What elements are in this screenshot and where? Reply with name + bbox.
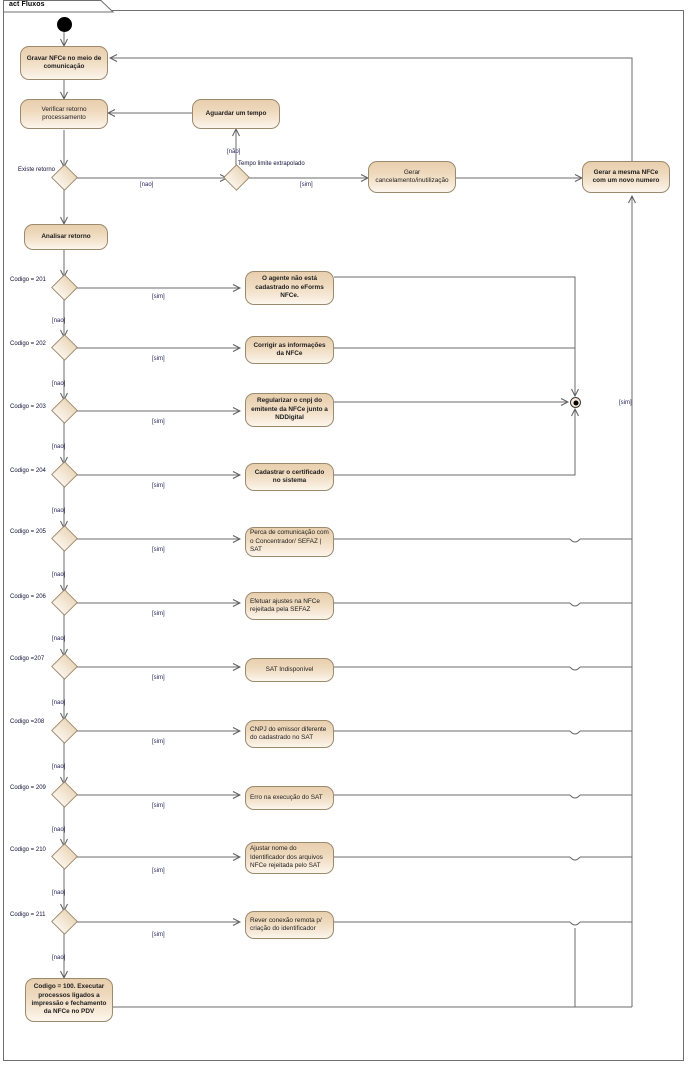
label-existe-retorno: Existe retorno [18, 167, 56, 173]
guard-existe-nao: [nao] [140, 182, 154, 188]
guard-right-return-sim: [sim] [619, 400, 632, 406]
activity-207-sat-indisponivel[interactable]: SAT Indisponível [245, 658, 334, 682]
activity-aguardar-tempo[interactable]: Aguardar um tempo [192, 99, 280, 129]
label-tempo-limite: Tempo limite extrapolado [238, 161, 305, 167]
guard-209-nao: [nao] [52, 827, 66, 833]
activity-gerar-cancelamento[interactable]: Gerar cancelamento/inutilização [368, 161, 456, 193]
frame-name-tab: act Fluxos [3, 0, 115, 13]
activity-206-efetuar-ajustes[interactable]: Efetuar ajustes na NFCe rejeitada pela S… [245, 592, 334, 620]
activity-208-cnpj-diferente[interactable]: CNPJ do emissor diferente do cadastrado … [245, 720, 334, 748]
guard-tempo-nao: [não] [227, 149, 241, 155]
guard-210-sim: [sim] [152, 868, 165, 874]
frame-name-label: act Fluxos [9, 1, 45, 8]
activity-209-erro-execucao-sat[interactable]: Erro na execução do SAT [245, 786, 334, 810]
guard-tempo-sim: [sim] [300, 182, 313, 188]
initial-node [57, 17, 72, 32]
activity-gerar-mesma-nfce[interactable]: Gerar a mesma NFCe com um novo numero [582, 161, 670, 193]
guard-205-sim: [sim] [152, 547, 165, 553]
activity-203-regularizar-cnpj[interactable]: Regularizar o cnpj do emitente da NFCe j… [245, 393, 334, 427]
label-codigo-207: Codigo =207 [10, 656, 45, 662]
label-codigo-206: Codigo = 206 [10, 594, 46, 600]
guard-206-nao: [nao] [52, 636, 66, 642]
activity-201-agente-nao-cadastrado[interactable]: O agente não está cadastrado no eForms N… [245, 271, 334, 305]
guard-208-sim: [sim] [152, 739, 165, 745]
label-codigo-210: Codigo = 210 [10, 847, 46, 853]
activity-verificar-retorno[interactable]: Verificar retorno processamento [20, 99, 108, 129]
guard-201-sim: [sim] [152, 294, 165, 300]
label-codigo-202: Codigo = 202 [10, 341, 46, 347]
guard-202-sim: [sim] [152, 356, 165, 362]
activity-211-rever-conexao-remota[interactable]: Rever conexão remota p/ criação do ident… [245, 911, 334, 939]
activity-final-node [570, 397, 581, 408]
activity-202-corrigir-informacoes[interactable]: Corrigir as informações da NFCe [245, 336, 334, 364]
guard-207-nao: [nao] [52, 700, 66, 706]
activity-210-ajustar-nome-identificador[interactable]: Ajustar nome do Identificador dos arquiv… [245, 842, 334, 874]
label-codigo-203: Codigo = 203 [10, 404, 46, 410]
activity-gravar-nfce[interactable]: Gravar NFCe no meio de comunicação [20, 46, 108, 80]
guard-209-sim: [sim] [152, 803, 165, 809]
guard-206-sim: [sim] [152, 611, 165, 617]
activity-analisar-retorno[interactable]: Analisar retorno [24, 224, 108, 250]
diagram-frame-border [3, 10, 684, 1061]
guard-208-nao: [nao] [52, 764, 66, 770]
guard-204-nao: [nao] [52, 508, 66, 514]
label-codigo-208: Codigo =208 [10, 719, 45, 725]
guard-203-nao: [nao] [52, 444, 66, 450]
label-codigo-201: Codigo = 201 [10, 277, 46, 283]
guard-211-nao: [nao] [52, 955, 66, 961]
guard-202-nao: [nao] [52, 381, 66, 387]
label-codigo-211: Codigo = 211 [10, 912, 46, 918]
label-codigo-209: Codigo = 209 [10, 785, 46, 791]
label-codigo-205: Codigo = 205 [10, 529, 46, 535]
guard-207-sim: [sim] [152, 675, 165, 681]
guard-203-sim: [sim] [152, 419, 165, 425]
label-codigo-204: Codigo = 204 [10, 468, 46, 474]
guard-205-nao: [nao] [52, 572, 66, 578]
activity-204-cadastrar-certificado[interactable]: Cadastrar o certificado no sistema [245, 463, 334, 491]
guard-204-sim: [sim] [152, 483, 165, 489]
guard-210-nao: [nao] [52, 890, 66, 896]
activity-100-executar-processos[interactable]: Codigo = 100. Executar processos ligados… [25, 978, 113, 1022]
guard-211-sim: [sim] [152, 932, 165, 938]
guard-201-nao: [nao] [52, 318, 66, 324]
activity-205-perca-comunicacao[interactable]: Perca de comunicação com o Concentrador/… [245, 527, 334, 557]
